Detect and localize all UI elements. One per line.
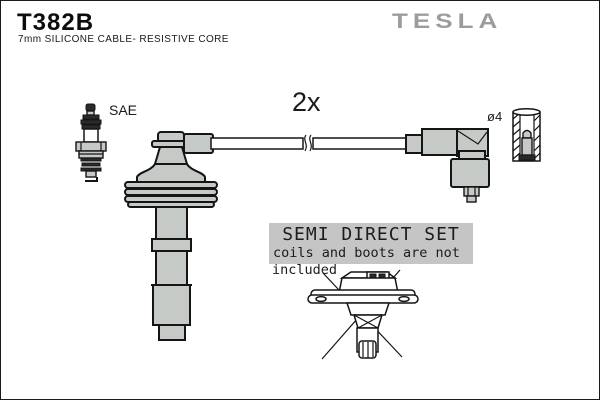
sae-label: SAE (109, 102, 138, 118)
part-code: T382B (17, 9, 95, 36)
ignition-coil-crossed-icon (307, 269, 419, 360)
diameter-label: ø4 (487, 109, 503, 124)
notice-box: SEMI DIRECT SET coils and boots are not (269, 223, 473, 264)
notice-body-line1: coils and boots are not (273, 245, 460, 261)
notice-body-line2: included (272, 262, 338, 278)
spark-plug-icon (75, 103, 107, 182)
notice-heading: SEMI DIRECT SET (282, 224, 460, 245)
coil-boot-angled-icon (405, 128, 490, 203)
coil-boot-long-icon (124, 131, 218, 341)
part-subtitle: 7mm SILICONE CABLE- RESISTIVE CORE (18, 34, 229, 45)
quantity-label: 2x (292, 87, 321, 117)
terminal-cutaway-icon (512, 108, 541, 162)
cable-with-break-icon (210, 134, 407, 152)
brand-logo: TESLA (392, 9, 503, 33)
